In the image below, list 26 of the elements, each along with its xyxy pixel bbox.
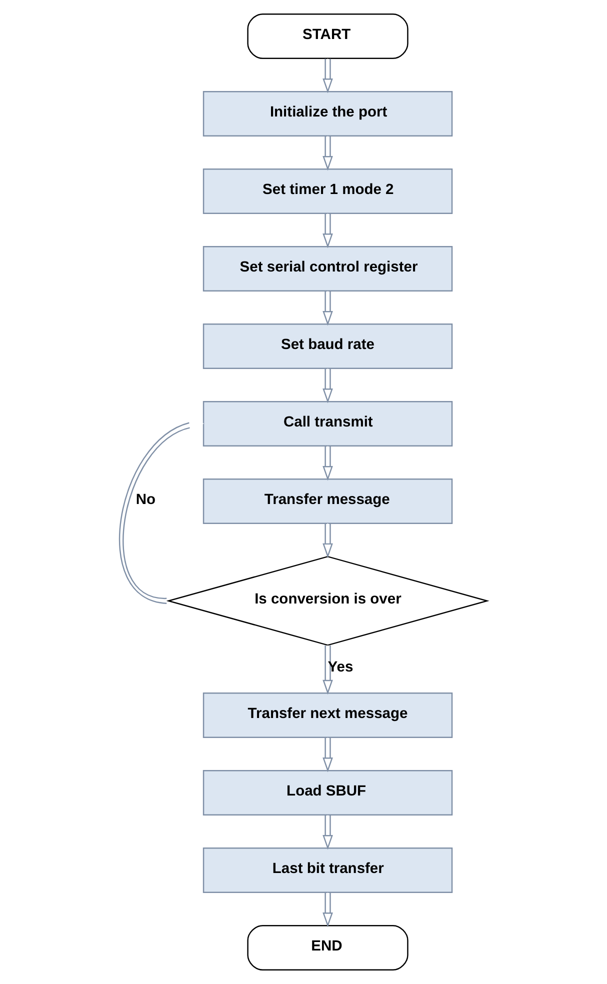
arrow <box>322 738 332 772</box>
arrow <box>322 291 332 326</box>
node-box: Last bit transfer <box>202 848 452 894</box>
node-box: Transfer next message <box>202 692 452 738</box>
arrow <box>322 214 332 248</box>
node-box: Set serial control register <box>202 246 452 292</box>
node-box: END <box>246 925 408 971</box>
arrow <box>322 524 332 558</box>
node-box: Set timer 1 mode 2 <box>202 168 452 214</box>
arrow <box>322 368 332 404</box>
edge-label: Yes <box>327 660 353 676</box>
node-box: Call transmit <box>202 400 452 446</box>
arrow <box>322 58 332 94</box>
node-box: Set baud rate <box>202 323 452 369</box>
node-diamond: Is conversion is over <box>166 556 489 646</box>
node-box: Load SBUF <box>202 770 452 816</box>
edge-label: No <box>135 492 156 508</box>
arrow <box>322 136 332 171</box>
arrow <box>322 815 332 850</box>
arrow <box>118 420 204 604</box>
arrow <box>322 645 332 695</box>
node-box: START <box>246 13 408 59</box>
arrow <box>322 446 332 481</box>
node-box: Initialize the port <box>202 90 452 136</box>
arrow <box>322 892 332 928</box>
node-box: Transfer message <box>202 478 452 524</box>
